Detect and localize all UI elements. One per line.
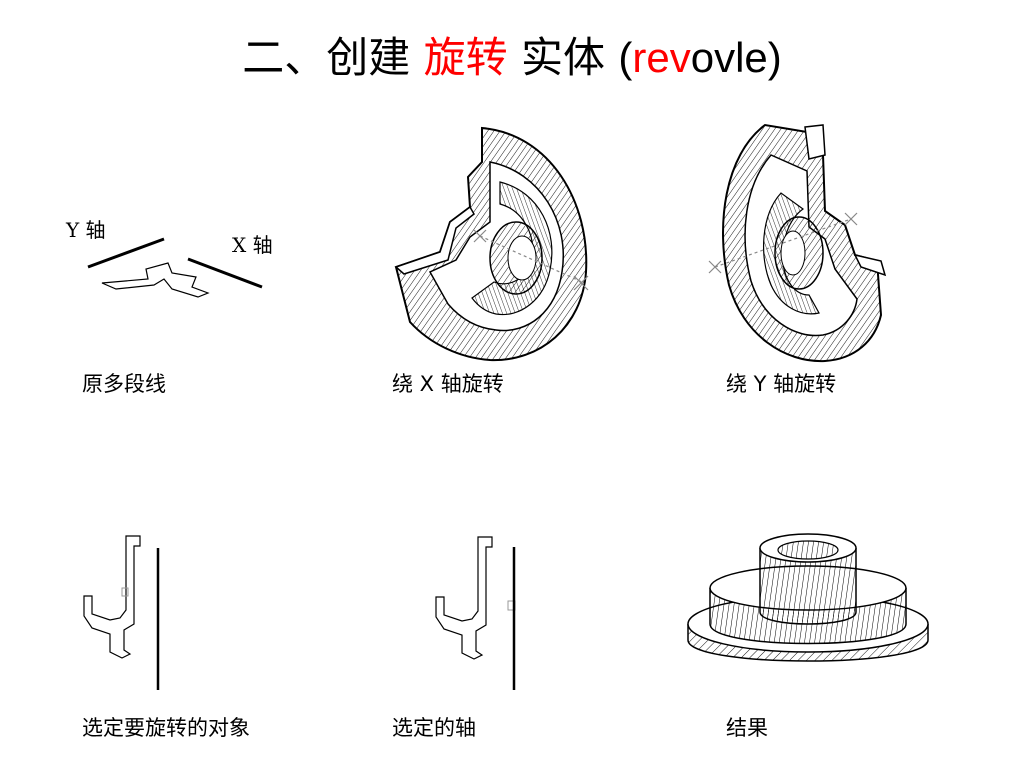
slide-title: 二、创建 旋转 实体 (revovle) [0,28,1024,88]
select-object-figure [78,530,178,695]
polyline-shape [101,262,210,298]
title-command-red: rev [632,34,691,81]
result-figure [684,528,934,693]
y-axis-label: Y 轴 [66,218,106,242]
revolve-y-figure [705,115,915,370]
y-axis-line [87,237,165,269]
revolve-x-figure [390,122,610,367]
caption-revolve-x: 绕 X 轴旋转 [392,372,504,396]
title-command-rest: ovle) [690,34,782,81]
select-axis-figure [430,525,530,695]
title-part-create: 二、创建 [242,33,411,82]
title-command: (revovle) [618,34,781,81]
caption-result: 结果 [726,716,768,740]
caption-original-polyline: 原多段线 [82,372,166,396]
selection-marker [121,587,129,597]
profile-shape [435,536,493,660]
x-axis-line [187,257,263,289]
title-part-solid: 实体 [520,33,605,82]
caption-select-axis: 选定的轴 [392,716,476,740]
title-paren-open: ( [618,34,633,81]
original-polyline-figure [60,225,290,315]
x-axis-label: X 轴 [232,233,273,257]
caption-revolve-y: 绕 Y 轴旋转 [726,372,837,396]
profile-shape [83,535,141,659]
title-part-revolve: 旋转 [423,33,508,82]
caption-select-object: 选定要旋转的对象 [82,716,250,740]
